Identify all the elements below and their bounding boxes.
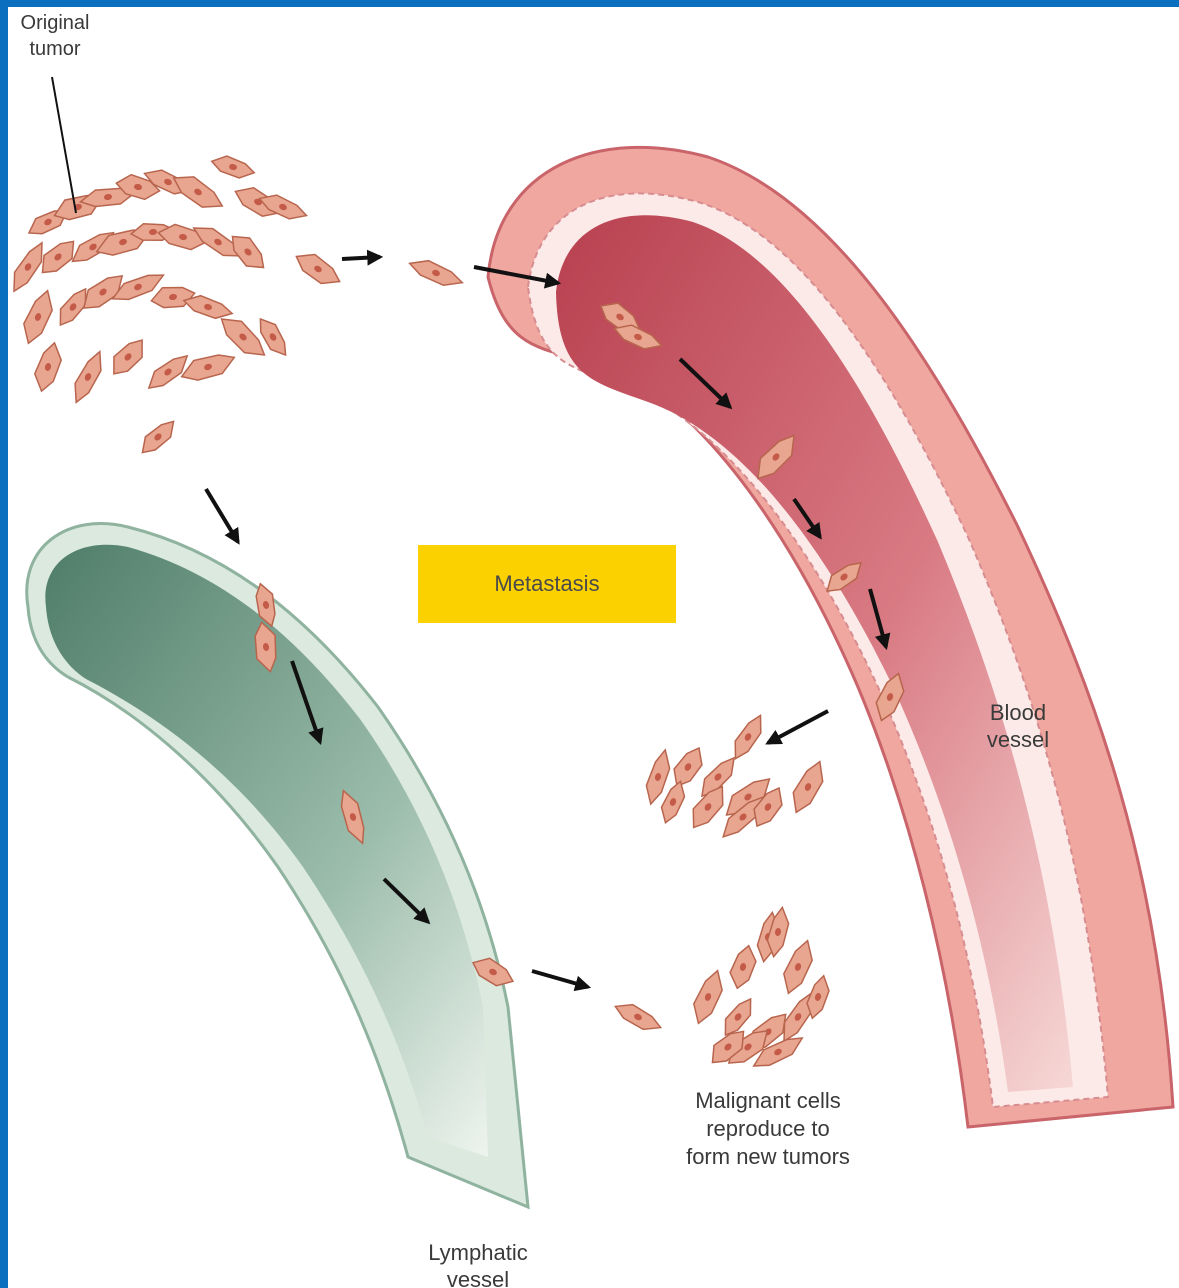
cell	[136, 415, 180, 459]
metastasis-illustration	[8, 7, 1179, 1288]
cell	[68, 348, 108, 406]
cell	[291, 247, 345, 291]
arrow	[532, 971, 588, 987]
cell	[688, 967, 728, 1027]
cell	[149, 282, 196, 311]
cell	[727, 943, 760, 991]
arrow	[342, 257, 380, 259]
original-tumor-pointer	[52, 77, 76, 213]
cell	[786, 757, 830, 817]
label-original-tumor: Original tumor	[10, 10, 100, 62]
cell	[31, 340, 65, 394]
arrow	[206, 489, 238, 542]
blood-vessel	[488, 147, 1173, 1127]
cell	[105, 333, 150, 381]
diagram-canvas: Original tumor Blood vessel Lymphatic ve…	[8, 7, 1179, 1288]
cell	[728, 711, 769, 763]
cell	[612, 998, 665, 1035]
label-lymphatic-vessel: Lymphatic vessel	[403, 1239, 553, 1288]
cell	[778, 937, 818, 997]
cell	[209, 153, 256, 182]
metastasis-title: Metastasis	[494, 571, 599, 597]
label-malignant-cells: Malignant cells reproduce to form new tu…	[648, 1087, 888, 1171]
lymphatic-vessel	[27, 524, 528, 1207]
arrow	[768, 711, 828, 743]
cell	[667, 742, 708, 791]
cell	[407, 255, 466, 291]
metastasis-title-box: Metastasis	[418, 545, 676, 623]
cell	[18, 287, 58, 347]
label-blood-vessel: Blood vessel	[970, 699, 1066, 753]
cell	[178, 347, 238, 387]
